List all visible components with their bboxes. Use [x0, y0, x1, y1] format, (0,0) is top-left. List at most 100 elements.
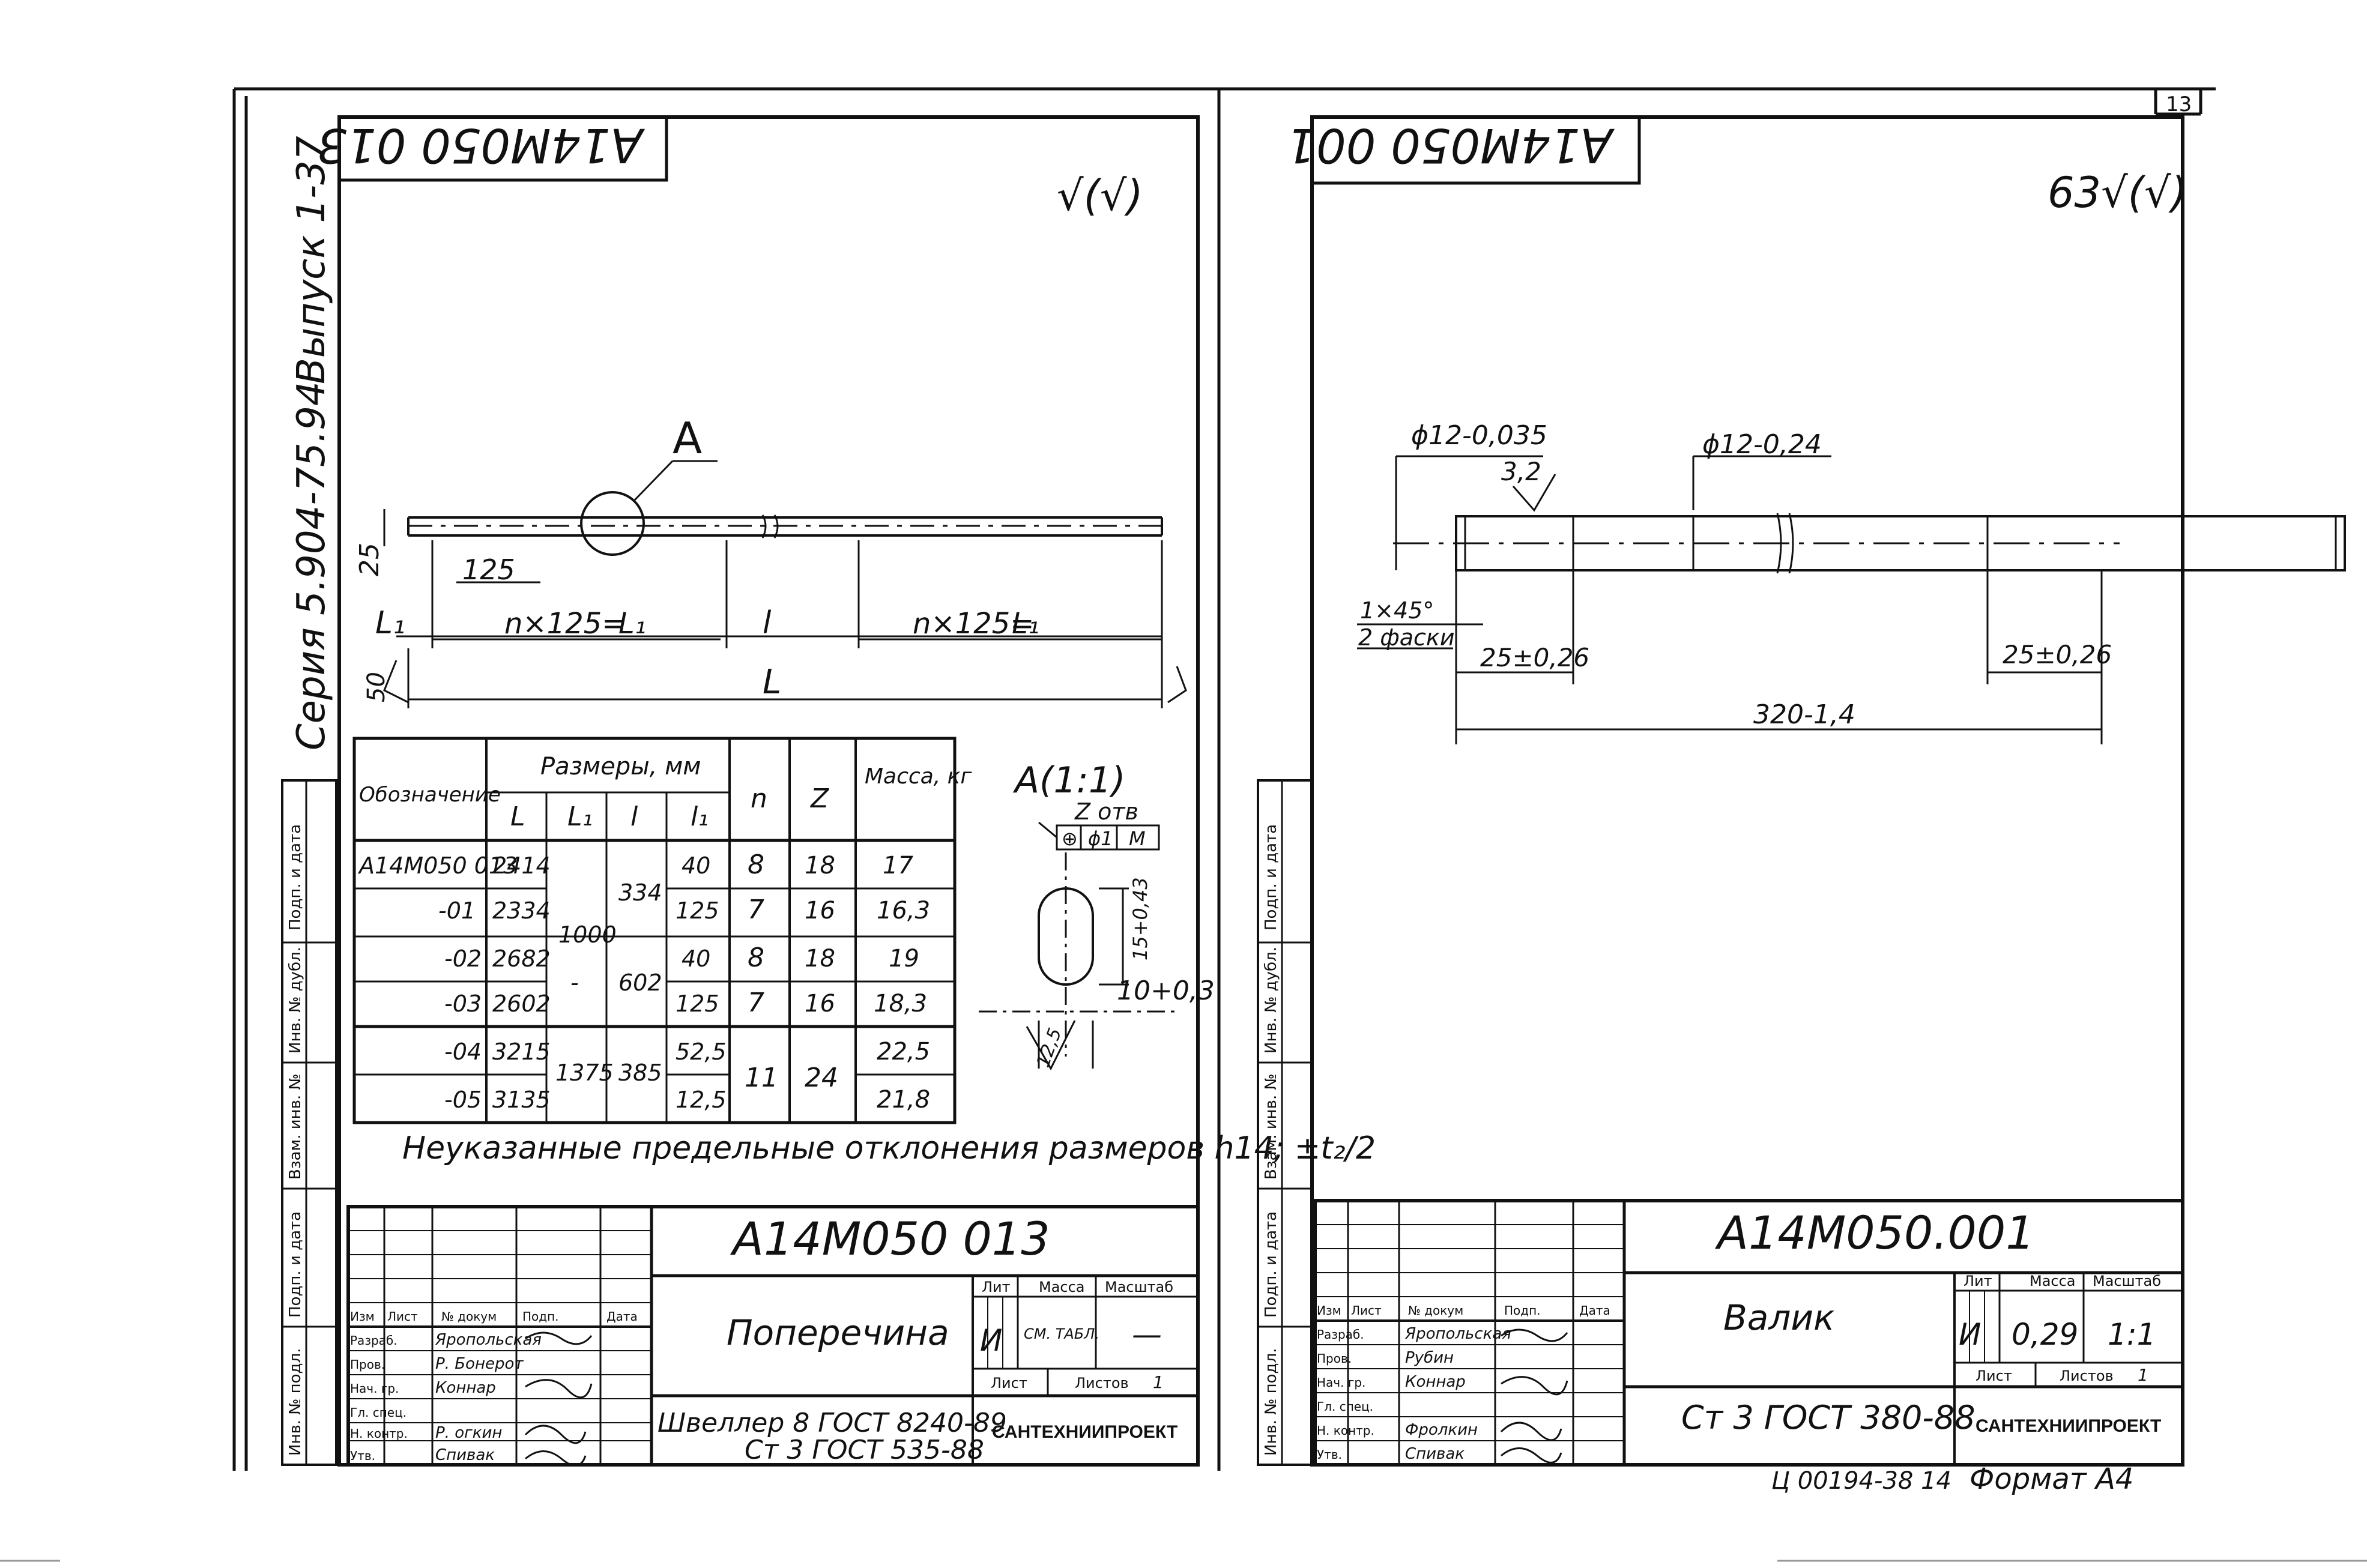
dim-npitch-right: n×125= — [913, 607, 1034, 641]
row-2-m: 16,3 — [877, 897, 930, 924]
shaft-rough: 3,2 — [1501, 457, 1541, 486]
row-1-l1: 40 — [682, 852, 710, 879]
row-2-l1: 125 — [676, 897, 719, 924]
th-mass: Масса, кг — [865, 764, 972, 789]
right-tb-org: САНТЕХНИИПРОЕКТ — [1976, 1416, 2161, 1436]
row-3-des: -02 — [444, 945, 482, 972]
left-tb-material-1: Швеллер 8 ГОСТ 8240-89 — [658, 1408, 1007, 1438]
left-tb-role-2: Пров. — [350, 1357, 385, 1372]
merged-n-c: 11 — [745, 1063, 778, 1093]
row-5-L: 3215 — [492, 1039, 551, 1065]
row-3-n: 8 — [748, 942, 764, 973]
left-top-code: А14М050 013 — [317, 118, 645, 172]
left-tb-role-6: Утв. — [350, 1449, 375, 1463]
merged-l-b: 602 — [618, 969, 662, 996]
row-5-m: 22,5 — [877, 1038, 930, 1066]
right-tb-name-3: Коннар — [1405, 1373, 1466, 1391]
row-4-L: 2602 — [492, 991, 551, 1017]
dim-l1-left: L₁ — [375, 605, 405, 641]
row-2-n: 7 — [748, 894, 764, 925]
right-tb-lit-h: Лит — [1963, 1273, 1992, 1289]
row-4-z: 16 — [805, 990, 835, 1018]
series-label: Серия 5.904-75.94 — [289, 381, 334, 750]
sheet-number: 13 — [2166, 92, 2192, 116]
shaft-len-left: 25±0,26 — [1480, 643, 1589, 672]
right-tb-h-sign: Подп. — [1504, 1303, 1541, 1318]
row-5-l1: 52,5 — [676, 1039, 727, 1065]
left-tb-sheet-h: Лист — [991, 1375, 1027, 1392]
right-roughness: 63√(√) — [2048, 168, 2187, 217]
side-label-r-replace-inv: Взам. инв. № — [1262, 1073, 1280, 1180]
row-6-l1: 12,5 — [676, 1087, 727, 1113]
left-tb-h-list: Лист — [387, 1309, 418, 1324]
right-tb-sheets: 1 — [2138, 1365, 2148, 1385]
left-tb-mass: СМ. ТАБЛ. — [1024, 1325, 1099, 1342]
row-1-L: 2414 — [492, 852, 551, 879]
right-tb-role-6: Утв. — [1317, 1447, 1342, 1462]
right-tb-code: А14М050.001 — [1714, 1206, 2035, 1259]
left-tb-scale: — — [1132, 1317, 1162, 1352]
right-tb-mass-h: Масса — [2030, 1273, 2076, 1289]
tol-position-icon: ⊕ — [1062, 827, 1078, 850]
merged-z-c: 24 — [805, 1063, 838, 1093]
row-1-n: 8 — [748, 849, 764, 880]
side-label-orig-inv: Инв. № подл. — [286, 1348, 304, 1456]
merged-L1-b: - — [570, 969, 579, 996]
right-tb-signatures — [1500, 1328, 1568, 1464]
shaft-total: 320-1,4 — [1753, 699, 1855, 730]
left-tb-role-4: Гл. спец. — [350, 1405, 407, 1420]
row-5-des: -04 — [444, 1039, 482, 1065]
side-label-r-sign-date-1: Подп. и дата — [1262, 824, 1280, 930]
dim-l1-box-left: L₁ — [618, 607, 646, 641]
left-tb-mass-h: Масса — [1039, 1279, 1085, 1295]
row-3-m: 19 — [889, 945, 919, 972]
right-tb-role-4: Гл. спец. — [1317, 1399, 1373, 1414]
side-label-r-dup-inv: Инв. № дубл. — [1262, 947, 1280, 1054]
dim-l: l — [763, 605, 772, 641]
right-tb-sheet-h: Лист — [1976, 1367, 2012, 1384]
left-tb-name-6: Спивак — [435, 1446, 495, 1464]
footer-ref: Ц 00194-38 14 — [1771, 1467, 1951, 1495]
left-tb-signatures — [524, 1331, 593, 1467]
merged-L1-c: 1375 — [555, 1060, 614, 1086]
left-tb-sheets: 1 — [1153, 1372, 1164, 1392]
right-tb-h-doc: № докум — [1408, 1303, 1463, 1318]
left-tb-h-doc: № докум — [441, 1309, 497, 1324]
tol-value: ϕ1 — [1088, 827, 1113, 850]
right-tb-role-3: Нач. гр. — [1317, 1375, 1365, 1390]
dim-chamfer: 50 — [363, 672, 390, 702]
dim-height: 25 — [354, 543, 385, 576]
left-tb-name: Поперечина — [727, 1312, 949, 1353]
left-tb-lit: И — [980, 1323, 1002, 1358]
dim-total-L: L — [763, 663, 781, 702]
left-tb-role-5: Н. контр. — [350, 1426, 408, 1441]
left-tb-role-3: Нач. гр. — [350, 1381, 399, 1396]
side-label-dup-inv: Инв. № дубл. — [286, 947, 304, 1054]
left-tb-name-2: Р. Бонерот — [435, 1355, 524, 1373]
left-tb-scale-h: Масштаб — [1105, 1279, 1173, 1295]
left-tb-lit-h: Лит — [982, 1279, 1011, 1295]
left-tb-material-2: Ст 3 ГОСТ 535-88 — [745, 1435, 984, 1465]
left-tb-h-date: Дата — [606, 1309, 638, 1324]
side-label-replace-inv: Взам. инв. № — [286, 1073, 304, 1180]
row-1-z: 18 — [805, 852, 835, 879]
right-tb-role-1: Разраб. — [1317, 1327, 1364, 1342]
detail-dim-1: 15+0,43 — [1129, 877, 1152, 960]
row-4-n: 7 — [748, 988, 764, 1018]
right-tb-role-2: Пров. — [1317, 1351, 1352, 1366]
row-2-des: -01 — [438, 897, 476, 924]
side-label-sign-date-1: Подп. и дата — [286, 824, 304, 930]
right-tb-scale: 1:1 — [2108, 1317, 2156, 1352]
row-6-des: -05 — [444, 1087, 482, 1113]
left-tb-h-izm: Изм — [350, 1309, 375, 1324]
merged-l-a: 334 — [618, 879, 662, 906]
side-label-r-sign-date-2: Подп. и дата — [1262, 1211, 1280, 1318]
right-tb-role-5: Н. контр. — [1317, 1423, 1374, 1438]
row-6-m: 21,8 — [877, 1086, 930, 1114]
right-tb-name-5: Фролкин — [1405, 1421, 1478, 1439]
left-tb-h-sign: Подп. — [522, 1309, 559, 1324]
right-tb-name-6: Спивак — [1405, 1445, 1465, 1463]
th-l1: l₁ — [691, 801, 709, 832]
tolerance-note: Неуказанные предельные отклонения размер… — [402, 1130, 1376, 1166]
row-4-l1: 125 — [676, 991, 719, 1017]
